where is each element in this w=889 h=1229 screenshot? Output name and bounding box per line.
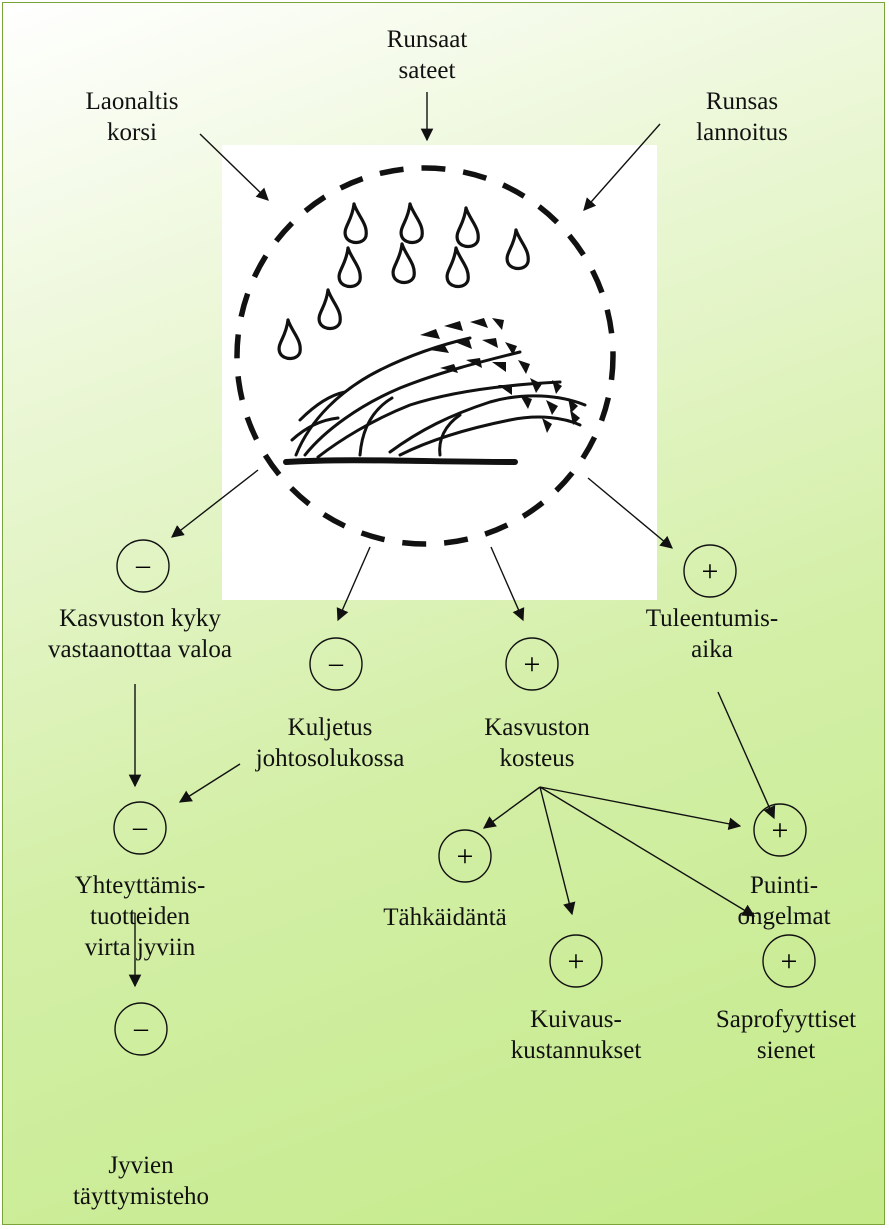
label-line: korsi (85, 117, 178, 148)
sign-circle-tahkaidanta: + (439, 830, 491, 882)
sign-circle-kyky: – (117, 540, 169, 592)
sign-tahkaidanta: + (457, 840, 474, 873)
label-runsas-lannoitus: Runsas lannoitus (696, 86, 788, 148)
arrow-kuljetus-to-yhteyttamis (180, 764, 240, 802)
label-line: Saprofyyttiset (716, 1004, 856, 1035)
sign-circle-kuivaus: + (550, 935, 602, 987)
label-line: Kuljetus (256, 712, 405, 743)
arrow-to-kuivaus (540, 787, 572, 914)
label-line: Runsas (696, 86, 788, 117)
arrow-tuleentumis-to-puinti (718, 692, 774, 818)
arrow-to-tahkaidanta (484, 787, 540, 828)
label-line: Puinti- (737, 870, 830, 901)
sign-saprofyyttiset: + (781, 945, 798, 978)
label-puintiongelmat: Puinti- ongelmat (737, 870, 830, 932)
sign-circle-yhteyttamis: – (114, 802, 166, 854)
label-line: tuotteiden (75, 901, 206, 932)
label-kuivauskustannukset: Kuivaus- kustannukset (511, 1004, 642, 1066)
sign-circle-tuleentumis: + (684, 545, 736, 597)
label-line: kosteus (484, 743, 590, 774)
label-runsaat-sateet: Runsaat sateet (387, 24, 468, 86)
sign-jyvien: – (133, 1013, 149, 1044)
sign-circle-puinti: + (754, 804, 806, 856)
label-kasvuston-kyky: Kasvuston kyky vastaanottaa valoa (48, 603, 232, 665)
label-line: Tähkäidäntä (383, 902, 507, 933)
sign-puinti: + (772, 814, 789, 847)
arrow-to-puinti (540, 787, 740, 826)
label-jyvien-tayttymisteho: Jyvien täyttymisteho (73, 1150, 209, 1212)
sign-circle-jyvien: – (115, 1003, 167, 1055)
sign-kuljetus: – (328, 648, 344, 679)
sign-circle-kuljetus: – (310, 638, 362, 690)
sign-kyky: – (135, 550, 151, 581)
label-line: täyttymisteho (73, 1181, 209, 1212)
label-line: Kuivaus- (511, 1004, 642, 1035)
label-line: Kasvuston (484, 712, 590, 743)
label-line: johtosolukossa (256, 743, 405, 774)
label-line: Tuleentumis- (646, 603, 778, 634)
label-saprofyyttiset: Saprofyyttiset sienet (716, 1004, 856, 1066)
label-line: Laonaltis (85, 86, 178, 117)
label-line: Runsaat (387, 24, 468, 55)
label-line: vastaanottaa valoa (48, 634, 232, 665)
label-line: lannoitus (696, 117, 788, 148)
sign-tuleentumis: + (702, 555, 719, 588)
sign-kuivaus: + (568, 945, 585, 978)
label-yhteyttamistuotteet: Yhteyttämis- tuotteiden virta jyviin (75, 870, 206, 963)
label-line: Kasvuston kyky (48, 603, 232, 634)
label-line: kustannukset (511, 1035, 642, 1066)
label-line: Jyvien (73, 1150, 209, 1181)
label-line: sienet (716, 1035, 856, 1066)
label-line: Yhteyttämis- (75, 870, 206, 901)
sign-circle-kosteus: + (506, 638, 558, 690)
label-tuleentumisaika: Tuleentumis- aika (646, 603, 778, 665)
label-tahkaidanta: Tähkäidäntä (383, 902, 507, 933)
label-kuljetus: Kuljetus johtosolukossa (256, 712, 405, 774)
label-line: ongelmat (737, 901, 830, 932)
sign-circle-saprofyyttiset: + (763, 935, 815, 987)
sign-yhteyttamis: – (132, 812, 148, 843)
arrow-to-saprofyyttiset (540, 787, 754, 916)
label-line: virta jyviin (75, 932, 206, 963)
label-kasvuston-kosteus: Kasvuston kosteus (484, 712, 590, 774)
label-laonaltis-korsi: Laonaltis korsi (85, 86, 178, 148)
label-line: sateet (387, 55, 468, 86)
label-line: aika (646, 634, 778, 665)
sign-kosteus: + (524, 648, 541, 681)
